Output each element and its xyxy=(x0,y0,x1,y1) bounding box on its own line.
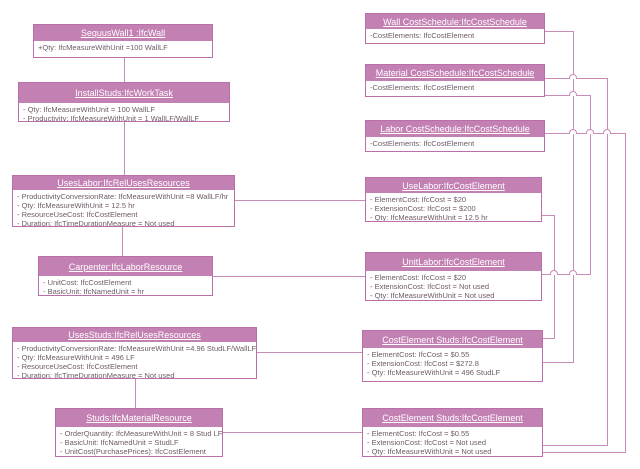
attribute-line: - BasicUnit: IfcNamedUnit = StudLF xyxy=(60,438,179,447)
class-title: Carpenter:IfcLaborResource xyxy=(39,257,212,276)
class-box-costelement-studs-1[interactable]: CostElement Studs:IfcCostElement - Eleme… xyxy=(362,330,543,382)
attribute-line: - Qty: IfcMeasureWithUnit = 12.5 hr xyxy=(17,201,135,210)
line-hop xyxy=(603,129,611,134)
attribute-line: +Qty: IfcMeasureWithUnit =100 WallLF xyxy=(38,43,168,52)
attribute-line: - ResourceUseCost: IfcCostElement xyxy=(17,362,138,371)
class-box-installstuds[interactable]: InstallStuds:IfcWorkTask - Qty: IfcMeasu… xyxy=(18,82,230,122)
connector-usesstuds-to-studs xyxy=(135,379,136,408)
class-title: Wall CostSchedule:IfcCostSchedule xyxy=(366,14,544,29)
connector-laborsched-down xyxy=(625,133,626,452)
attribute-line: - BasicUnit: IfcNamedUnit = hr xyxy=(43,287,145,295)
class-box-usesstuds[interactable]: UsesStuds:IfcRelUsesResources - Producti… xyxy=(12,327,257,379)
attribute-line: - ElementCost: IfcCost = $0.55 xyxy=(367,429,470,438)
connector-uselabor-down xyxy=(554,215,555,338)
class-box-useslabor[interactable]: UsesLabor:IfcRelUsesResources - Producti… xyxy=(12,175,235,227)
class-box-costelement-studs-2[interactable]: CostElement Studs:IfcCostElement - Eleme… xyxy=(362,408,543,457)
attribute-line: - ElementCost: IfcCost = $0.55 xyxy=(367,350,470,359)
attribute-line: - ResourceUseCost: IfcCostElement xyxy=(17,210,138,219)
class-title: Studs:IfcMaterialResource xyxy=(56,409,222,427)
connector-matsched-into-costelementstuds2 xyxy=(543,445,608,446)
class-title: Labor CostSchedule:IfcCostSchedule xyxy=(366,121,544,137)
class-box-sequuswall1[interactable]: SequusWall1 :IfcWall +Qty: IfcMeasureWit… xyxy=(33,24,213,58)
line-hop xyxy=(569,91,577,96)
class-title: InstallStuds:IfcWorkTask xyxy=(19,83,229,103)
attribute-line: - UnitCost: IfcCostElement xyxy=(43,278,132,287)
line-hop xyxy=(569,270,577,275)
connector-studs-to-costelementstuds2 xyxy=(223,432,362,433)
class-title: UsesLabor:IfcRelUsesResources xyxy=(13,176,234,190)
class-title: UseLabor:IfcCostElement xyxy=(366,178,541,193)
attribute-line: - Qty: IfcMeasureWithUnit = 12.5 hr xyxy=(370,213,488,221)
attribute-line: -CostElements: IfcCostElement xyxy=(370,31,475,40)
attribute-line: - ProductivityConversionRate: IfcMeasure… xyxy=(17,192,229,201)
class-title: UsesStuds:IfcRelUsesResources xyxy=(13,328,256,342)
connector-wall-to-installstuds xyxy=(124,58,125,82)
connector-usesstuds-to-costelementstuds1 xyxy=(257,352,362,353)
connector-carpenter-to-unitlabor xyxy=(213,276,365,277)
attribute-line: - ExtensionCost: IfcCost = $200 xyxy=(370,204,476,213)
class-box-uselabor[interactable]: UseLabor:IfcCostElement - ElementCost: I… xyxy=(365,177,542,222)
attribute-line: - Duration: IfcTimeDurationMeasure = Not… xyxy=(17,371,175,378)
attribute-line: - Productivity: IfcMeasureWithUnit = 1 W… xyxy=(23,114,199,121)
class-box-carpenter[interactable]: Carpenter:IfcLaborResource - UnitCost: I… xyxy=(38,256,213,296)
connector-uselabor-into-costelementstuds1 xyxy=(543,338,555,339)
connector-useslabor-to-uselabor xyxy=(235,200,365,201)
connector-laborsched-out xyxy=(545,133,626,134)
attribute-line: - Qty: IfcMeasureWithUnit = Not used xyxy=(370,291,495,300)
class-box-unitlabor[interactable]: UnitLabor:IfcCostElement - ElementCost: … xyxy=(365,252,542,301)
attribute-line: - ProductivityConversionRate: IfcMeasure… xyxy=(17,344,256,353)
connector-laborsched-into-costelementstuds2 xyxy=(543,452,626,453)
class-title: UnitLabor:IfcCostElement xyxy=(366,253,541,271)
line-hop xyxy=(569,129,577,134)
attribute-line: - ElementCost: IfcCost = $20 xyxy=(370,273,467,282)
attribute-line: -CostElements: IfcCostElement xyxy=(370,83,475,92)
attribute-line: - ExtensionCost: IfcCost = $272.8 xyxy=(367,359,479,368)
class-title: Material CostSchedule:IfcCostSchedule xyxy=(366,65,544,81)
line-hop xyxy=(586,129,594,134)
connector-wallsched-down xyxy=(573,31,574,362)
connector-matsched-down-left xyxy=(590,95,591,274)
class-title: CostElement Studs:IfcCostElement xyxy=(363,409,542,427)
attribute-line: - OrderQuantity: IfcMeasureWithUnit = 8 … xyxy=(60,429,222,438)
line-hop xyxy=(550,270,558,275)
attribute-line: - Duration: IfcTimeDurationMeasure = Not… xyxy=(17,219,175,226)
attribute-line: - Qty: IfcMeasureWithUnit = 496 StudLF xyxy=(367,368,501,377)
line-hop xyxy=(569,74,577,79)
connector-wallsched-out xyxy=(545,31,574,32)
attribute-line: - ExtensionCost: IfcCost = Not used xyxy=(367,438,487,447)
connector-uselabor-out xyxy=(542,215,555,216)
connector-matsched-down-right xyxy=(607,78,608,445)
connector-useslabor-to-carpenter xyxy=(122,227,123,256)
connector-into-unitlabor xyxy=(542,274,591,275)
class-box-labor-costschedule[interactable]: Labor CostSchedule:IfcCostSchedule -Cost… xyxy=(365,120,545,152)
connector-installstuds-to-useslabor xyxy=(124,122,125,175)
connector-matsched-out-bottom xyxy=(545,95,591,96)
class-box-studs[interactable]: Studs:IfcMaterialResource - OrderQuantit… xyxy=(55,408,223,457)
attribute-line: -CostElements: IfcCostElement xyxy=(370,139,475,148)
class-title: CostElement Studs:IfcCostElement xyxy=(363,331,542,348)
attribute-line: - Qty: IfcMeasureWithUnit = 496 LF xyxy=(17,353,135,362)
class-title: SequusWall1 :IfcWall xyxy=(34,25,212,41)
class-box-wall-costschedule[interactable]: Wall CostSchedule:IfcCostSchedule -CostE… xyxy=(365,13,545,44)
attribute-line: - Qty: IfcMeasureWithUnit = 100 WallLF xyxy=(23,105,156,114)
attribute-line: - ExtensionCost: IfcCost = Not used xyxy=(370,282,490,291)
attribute-line: - Qty: IfcMeasureWithUnit = Not used xyxy=(367,447,492,456)
attribute-line: - ElementCost: IfcCost = $20 xyxy=(370,195,467,204)
attribute-line: - UnitCost(PurchasePrices): IfcCostEleme… xyxy=(60,447,206,456)
connector-wallsched-into-costelementstuds1 xyxy=(543,362,574,363)
class-box-material-costschedule[interactable]: Material CostSchedule:IfcCostSchedule -C… xyxy=(365,64,545,97)
